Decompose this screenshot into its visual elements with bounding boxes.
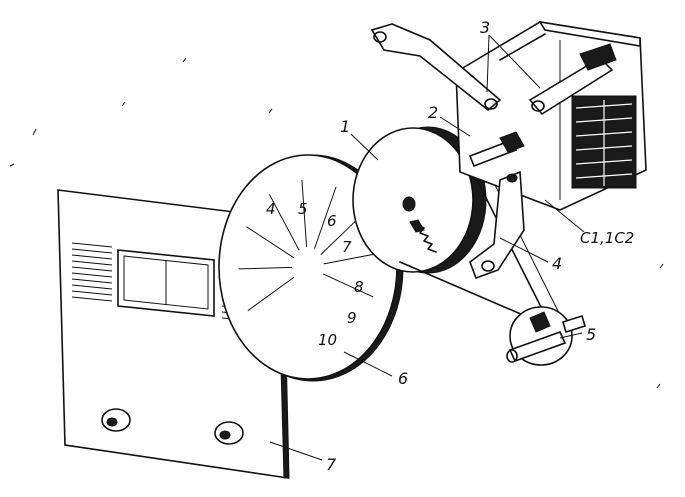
dial-graduation-ray <box>246 226 295 259</box>
shaft-nut <box>499 131 525 153</box>
dial-graduation-ray <box>314 186 337 249</box>
scale-mark-10: 10 <box>318 331 337 349</box>
lever-clip <box>579 43 617 71</box>
print-specks <box>9 57 664 389</box>
scale-mark-9: 9 <box>347 309 357 327</box>
drum-hub <box>402 196 416 212</box>
callout-3: 3 <box>480 18 490 37</box>
scale-mark-6: 6 <box>327 212 337 230</box>
callout-1: 1 <box>340 117 350 136</box>
dial-graduation-ray <box>238 266 293 270</box>
scale-dial-graduations <box>238 179 377 312</box>
dial-graduation-ray <box>301 179 308 247</box>
panel-hole-left-shadow <box>106 417 118 427</box>
scale-window <box>117 249 215 317</box>
idler-bracket <box>469 170 525 280</box>
variable-capacitor <box>455 20 647 211</box>
capacitor-shaft <box>468 131 525 168</box>
dial-graduation-ray <box>323 253 377 265</box>
callout-2: 2 <box>428 103 438 122</box>
scale-mark-5: 5 <box>298 200 308 218</box>
panel-grille-left <box>71 242 113 302</box>
panel-hole-right-shadow <box>219 430 231 440</box>
capacitor-plates <box>571 95 637 189</box>
drive-drum <box>352 126 487 274</box>
dial-graduation-ray <box>268 194 300 251</box>
dial-graduation-ray <box>322 273 374 298</box>
scale-dial-numbers: 4 5 6 7 8 9 10 <box>266 200 364 349</box>
tuning-clamp <box>529 311 551 333</box>
scale-mark-8: 8 <box>354 278 364 296</box>
callout-6: 6 <box>398 369 408 388</box>
leader-lines <box>269 34 585 461</box>
tuning-shaft <box>506 306 586 366</box>
scale-mark-4: 4 <box>266 200 276 218</box>
panel-hole-right <box>214 421 244 445</box>
drum-spring <box>409 219 437 253</box>
callout-labels: 1 2 3 4 5 6 7 С1,1С2 <box>326 18 634 474</box>
scale-mark-7: 7 <box>342 238 352 256</box>
callout-capacitor: С1,1С2 <box>580 229 634 247</box>
dial-graduation-ray <box>247 276 295 312</box>
panel-hole-left <box>101 408 131 432</box>
callout-4: 4 <box>552 254 562 273</box>
callout-7: 7 <box>326 455 337 474</box>
callout-5: 5 <box>586 325 596 344</box>
lever-assembly <box>370 23 617 116</box>
